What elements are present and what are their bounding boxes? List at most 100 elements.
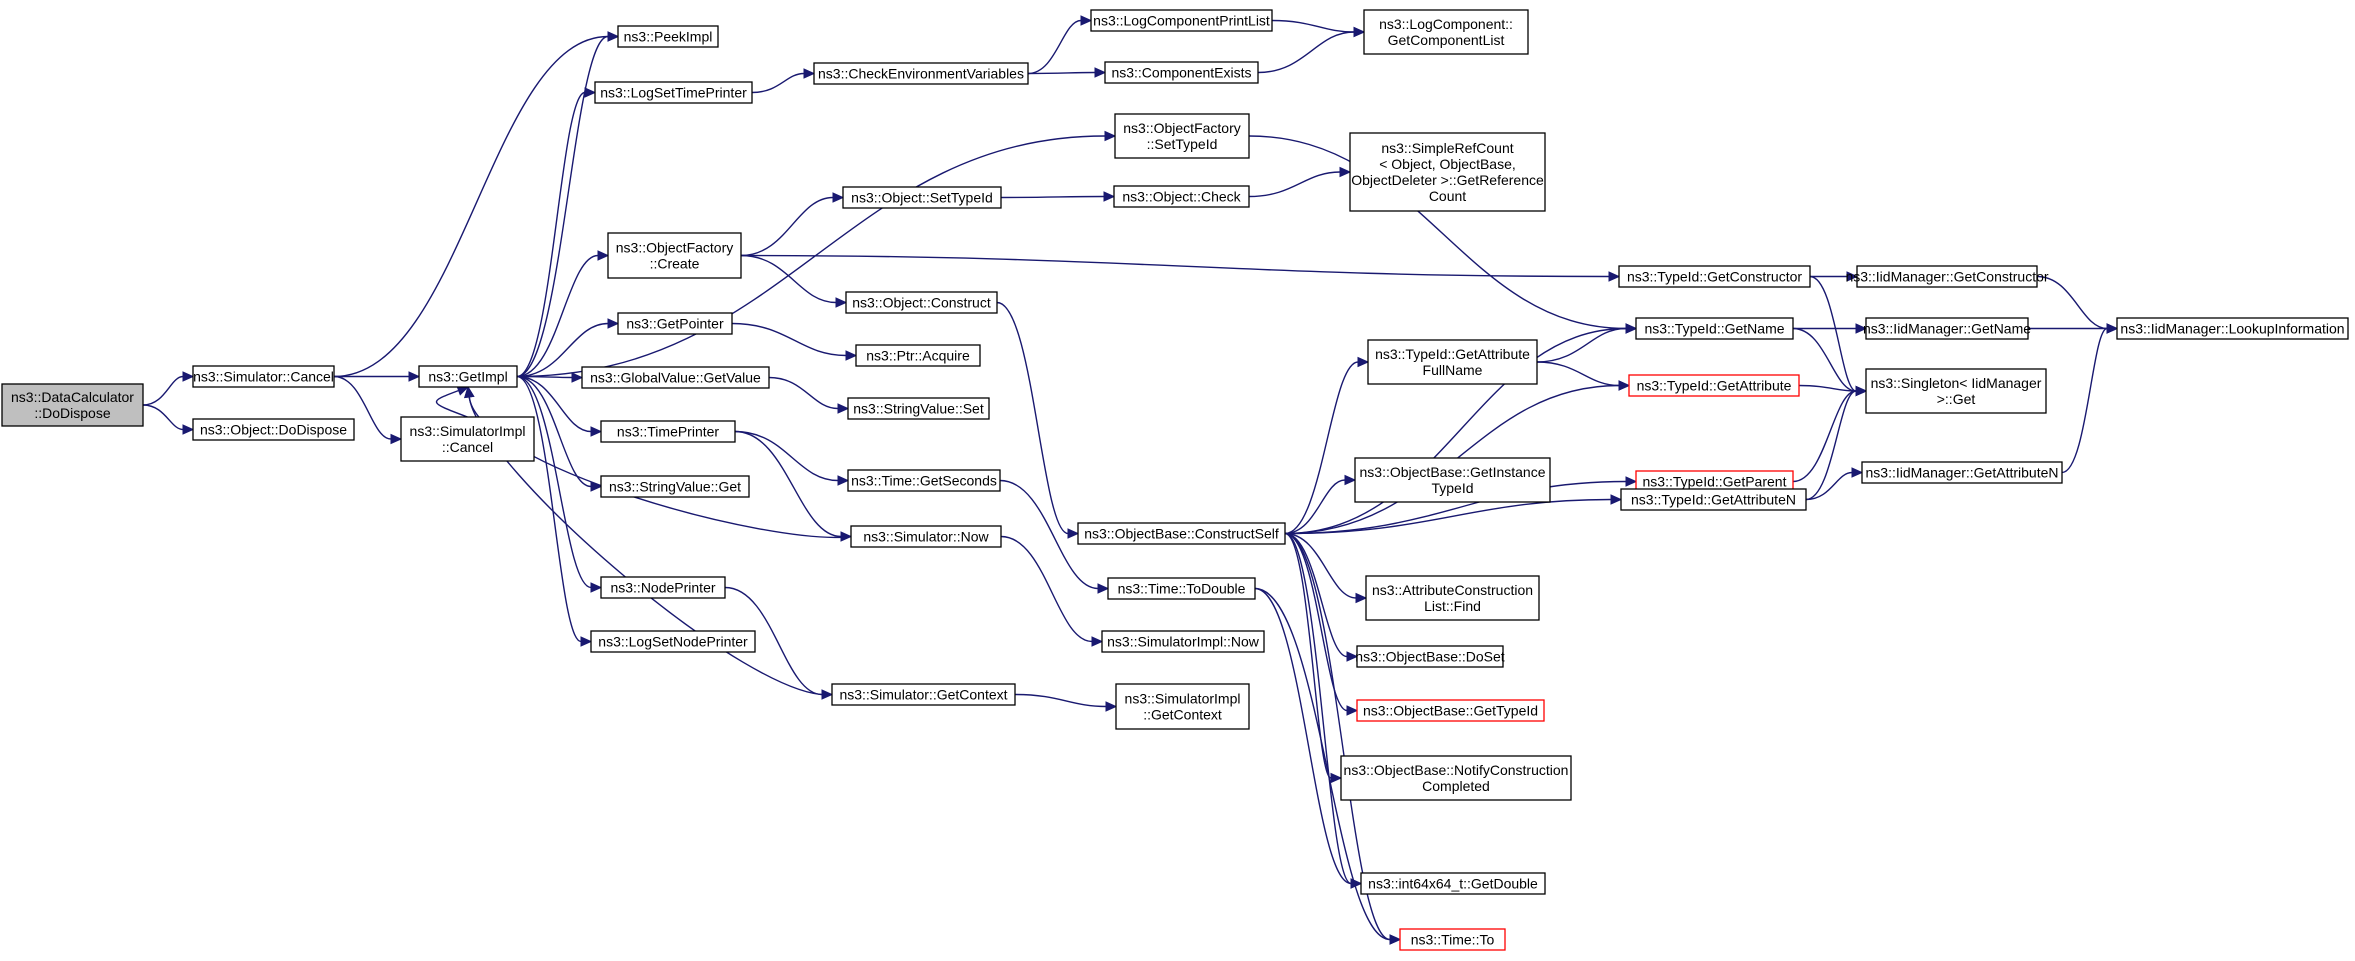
node-label: ns3::Object::SetTypeId (851, 190, 993, 206)
node-label: ns3::AttributeConstruction (1372, 582, 1533, 598)
edge-n4-to-n11 (516, 375, 603, 437)
node-ns3-timeprinter[interactable]: ns3::TimePrinter (600, 420, 736, 443)
node-ns3-checkenvironmentvariables[interactable]: ns3::CheckEnvironmentVariables (813, 62, 1029, 85)
node-ns3-simulator-getcontext[interactable]: ns3::Simulator::GetContext (831, 683, 1016, 706)
node-ns3-logsetnodeprinter[interactable]: ns3::LogSetNodePrinter (590, 630, 756, 653)
node-ns3-simulatorimpl-now[interactable]: ns3::SimulatorImpl::Now (1101, 630, 1265, 653)
node-box (1, 383, 144, 427)
node-ns3-datacalculator-dodispose[interactable]: ns3::DataCalculator::DoDispose (1, 383, 144, 427)
node-box (1104, 61, 1259, 84)
node-ns3-typeid-getattribute[interactable]: ns3::TypeId::GetAttribute (1628, 374, 1800, 397)
node-ns3-int64x64-t-getdouble[interactable]: ns3::int64x64_t::GetDouble (1360, 872, 1546, 895)
edge-arrowhead (1618, 380, 1631, 391)
edge-line (1284, 479, 1346, 535)
edge-arrowhead (1389, 934, 1402, 945)
node-box (1865, 317, 2029, 340)
node-ns3-stringvalue-get[interactable]: ns3::StringValue::Get (600, 475, 750, 498)
node-ns3-componentexists[interactable]: ns3::ComponentExists (1104, 61, 1259, 84)
node-ns3-time-getseconds[interactable]: ns3::Time::GetSeconds (847, 469, 1001, 492)
node-ns3-objectbase-notifyconstruction-completed[interactable]: ns3::ObjectBase::NotifyConstructionCompl… (1340, 755, 1572, 801)
node-ns3-typeid-getparent[interactable]: ns3::TypeId::GetParent (1635, 470, 1794, 493)
edge-line (516, 375, 592, 488)
node-label: ns3::SimpleRefCount (1381, 140, 1513, 156)
node-label: ns3::ObjectFactory (616, 240, 734, 256)
node-ns3-logcomponentprintlist[interactable]: ns3::LogComponentPrintList (1090, 9, 1273, 32)
edge-line (435, 389, 468, 418)
node-ns3-object-settypeid[interactable]: ns3::Object::SetTypeId (842, 186, 1002, 209)
node-ns3-objectbase-doset[interactable]: ns3::ObjectBase::DoSet (1355, 645, 1505, 668)
edge-n42-to-n47 (1793, 323, 1868, 334)
node-box (418, 365, 518, 388)
node-ns3-object-check[interactable]: ns3::Object::Check (1113, 185, 1250, 208)
node-ns3-simulatorimpl-getcontext[interactable]: ns3::SimulatorImpl::GetContext (1115, 683, 1250, 730)
edge-n45-to-n48 (1805, 385, 1868, 501)
node-ns3-nodeprinter[interactable]: ns3::NodePrinter (600, 576, 726, 599)
edge-arrowhead (182, 424, 195, 435)
node-ns3-typeid-getconstructor[interactable]: ns3::TypeId::GetConstructor (1618, 265, 1811, 288)
edge-line (516, 35, 609, 378)
node-ns3-ptr-acquire[interactable]: ns3::Ptr::Acquire (855, 344, 981, 367)
node-ns3-singleton-iidmanager-get[interactable]: ns3::Singleton< IidManager>::Get (1865, 368, 2047, 414)
edge-arrowhead (1105, 701, 1118, 712)
node-ns3-iidmanager-getconstructor[interactable]: ns3::IidManager::GetConstructor (1845, 265, 2049, 288)
node-box (594, 81, 753, 104)
node-box (1618, 265, 1811, 288)
node-ns3-logcomponent-getcomponentlist[interactable]: ns3::LogComponent::GetComponentList (1363, 9, 1529, 55)
node-ns3-objectfactory-create[interactable]: ns3::ObjectFactory::Create (607, 232, 742, 279)
edge-line (2061, 327, 2108, 474)
node-ns3-typeid-getname[interactable]: ns3::TypeId::GetName (1635, 317, 1794, 340)
edge-arrowhead (590, 426, 603, 437)
node-ns3-simulator-cancel[interactable]: ns3::Simulator::Cancel (192, 365, 335, 388)
edge-arrowhead (835, 297, 848, 308)
node-ns3-time-todouble[interactable]: ns3::Time::ToDouble (1107, 577, 1256, 600)
edge-line (1809, 275, 1857, 392)
node-ns3-iidmanager-getattributen[interactable]: ns3::IidManager::GetAttributeN (1861, 461, 2063, 484)
node-ns3-getimpl[interactable]: ns3::GetImpl (418, 365, 518, 388)
node-label: ns3::int64x64_t::GetDouble (1368, 876, 1538, 892)
node-ns3-object-dodispose[interactable]: ns3::Object::DoDispose (192, 418, 355, 441)
node-label: ns3::Time::GetSeconds (851, 473, 997, 489)
edge-arrowhead (607, 318, 620, 329)
node-ns3-iidmanager-lookupinformation[interactable]: ns3::IidManager::LookupInformation (2116, 317, 2349, 340)
node-ns3-object-construct[interactable]: ns3::Object::Construct (845, 291, 998, 314)
node-box (1620, 488, 1807, 511)
node-ns3-typeid-getattributen[interactable]: ns3::TypeId::GetAttributeN (1620, 488, 1807, 511)
node-label: ns3::Object::Check (1122, 189, 1241, 205)
node-ns3-simulator-now[interactable]: ns3::Simulator::Now (850, 525, 1002, 548)
edge-arrowhead (182, 371, 195, 382)
edge-line (1284, 327, 1627, 535)
node-ns3-simulatorimpl-cancel[interactable]: ns3::SimulatorImpl::Cancel (400, 416, 535, 462)
node-ns3-objectfactory-settypeid[interactable]: ns3::ObjectFactory::SetTypeId (1114, 113, 1250, 159)
node-box (617, 25, 719, 48)
node-ns3-peekimpl[interactable]: ns3::PeekImpl (617, 25, 719, 48)
edge-arrowhead (1067, 528, 1080, 539)
edge-n28-to-n39 (1254, 587, 1363, 889)
edge-n44-to-n48 (1792, 385, 1868, 483)
node-label: ns3::CheckEnvironmentVariables (818, 66, 1024, 82)
edge-n28-to-n40 (1254, 587, 1402, 945)
node-label: ns3::TypeId::GetName (1644, 321, 1784, 337)
edge-arrowhead (1855, 323, 1868, 334)
node-ns3-iidmanager-getname[interactable]: ns3::IidManager::GetName (1863, 317, 2031, 340)
node-ns3-logsettimeprinter[interactable]: ns3::LogSetTimePrinter (594, 81, 753, 104)
node-ns3-simplerefcount-object-objectbase-objectdeleter-getreference-count[interactable]: ns3::SimpleRefCount< Object, ObjectBase,… (1349, 132, 1546, 212)
edge-line (1792, 390, 1857, 483)
edge-arrowhead (584, 87, 597, 98)
edge-n49-to-n50 (2061, 323, 2119, 474)
edge-line (333, 375, 392, 440)
node-ns3-objectbase-gettypeid[interactable]: ns3::ObjectBase::GetTypeId (1356, 699, 1545, 722)
node-ns3-objectbase-constructself[interactable]: ns3::ObjectBase::ConstructSelf (1077, 522, 1286, 545)
node-label: ns3::ComponentExists (1111, 65, 1251, 81)
node-ns3-time-to[interactable]: ns3::Time::To (1399, 928, 1506, 951)
node-ns3-globalvalue-getvalue[interactable]: ns3::GlobalValue::GetValue (581, 366, 770, 389)
node-box (2116, 317, 2349, 340)
node-label: ns3::DataCalculator (11, 389, 134, 405)
edge-line (1271, 19, 1355, 33)
edge-arrowhead (1846, 271, 1859, 282)
node-ns3-getpointer[interactable]: ns3::GetPointer (617, 312, 733, 335)
node-ns3-stringvalue-set[interactable]: ns3::StringValue::Set (847, 397, 990, 420)
edge-arrowhead (1346, 705, 1359, 716)
